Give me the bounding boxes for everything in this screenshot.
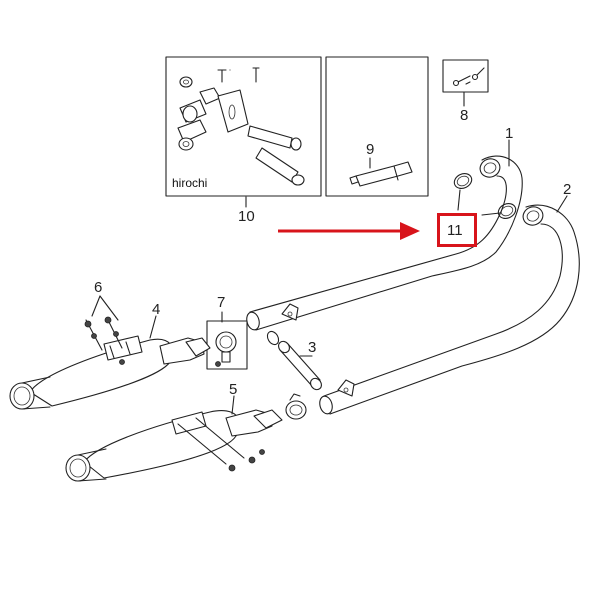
exhaust-clamp-lower bbox=[285, 393, 307, 420]
connector-pipe bbox=[266, 330, 322, 391]
inset-panel-sealant bbox=[325, 56, 429, 197]
callout-part-3: 3 bbox=[308, 339, 317, 356]
callout-part-7: 7 bbox=[217, 294, 226, 311]
exhaust-gasket bbox=[453, 173, 517, 219]
inset-panel-screw-set bbox=[442, 59, 489, 93]
exhaust-pipe-lower bbox=[319, 204, 580, 415]
muffler-lower bbox=[65, 409, 283, 482]
callout-part-10: 10 bbox=[238, 208, 255, 225]
callout-leaders bbox=[91, 139, 568, 415]
highlight-arrow bbox=[278, 222, 420, 240]
highlight-box-part-11 bbox=[437, 213, 477, 247]
callout-part-8: 8 bbox=[460, 107, 469, 124]
callout-part-9: 9 bbox=[366, 141, 375, 158]
callout-part-5: 5 bbox=[229, 381, 238, 398]
watermark-text: hirochi bbox=[172, 176, 208, 190]
exhaust-clamp-upper bbox=[206, 320, 248, 370]
callout-part-2: 2 bbox=[563, 181, 572, 198]
callout-part-4: 4 bbox=[152, 301, 161, 318]
callout-part-1: 1 bbox=[505, 125, 514, 142]
exhaust-pipe-upper bbox=[246, 155, 523, 331]
callout-part-6: 6 bbox=[94, 279, 103, 296]
inset-panel-bracket-kit bbox=[165, 56, 322, 197]
muffler-upper bbox=[9, 316, 211, 410]
callout-part-11: 11 bbox=[447, 222, 463, 239]
